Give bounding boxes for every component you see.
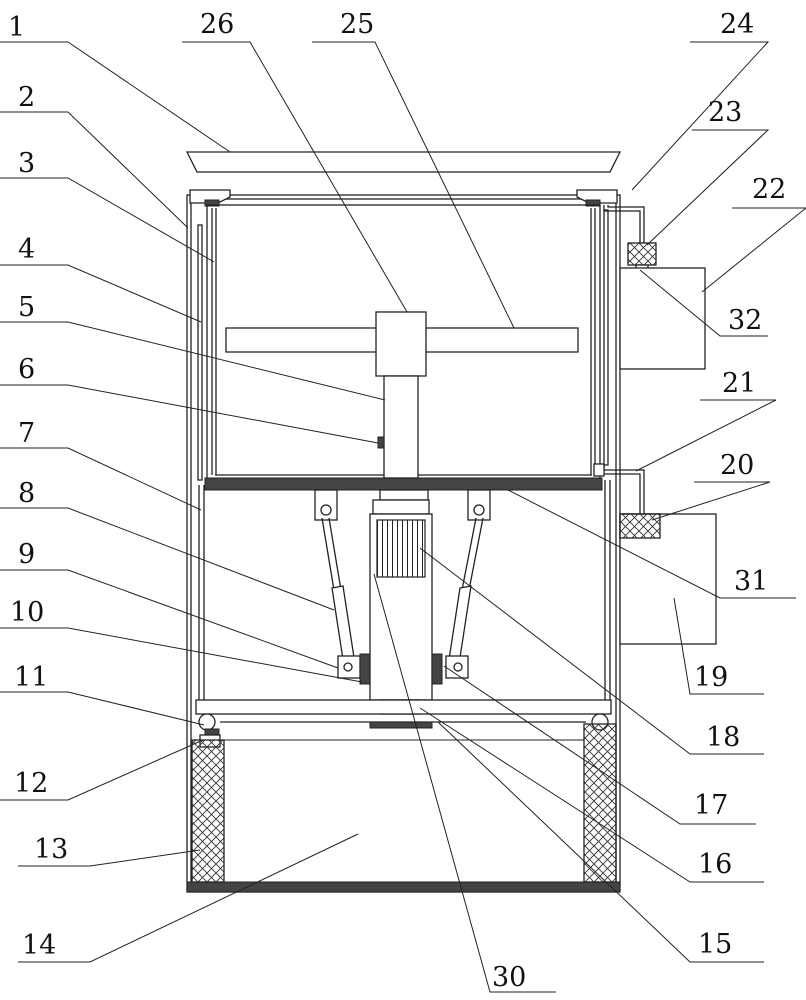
drum-floor bbox=[204, 477, 603, 491]
leader-16 bbox=[419, 707, 764, 883]
leader-8 bbox=[0, 507, 335, 611]
leader-19 bbox=[673, 597, 764, 695]
left-insulation-column bbox=[191, 739, 225, 883]
shaft-coupling bbox=[379, 489, 429, 501]
right-heater-strip bbox=[603, 209, 609, 466]
upper-valve bbox=[627, 242, 657, 266]
leader-30 bbox=[373, 573, 556, 993]
bottom-plate bbox=[186, 881, 621, 893]
callout-26: 26 bbox=[200, 9, 234, 40]
right-strut-base-pin bbox=[453, 662, 463, 672]
lifting-plate bbox=[195, 699, 612, 715]
right-insulation-column bbox=[583, 723, 617, 883]
callout-20: 20 bbox=[720, 450, 754, 481]
leader-13 bbox=[18, 849, 201, 867]
leader-2 bbox=[0, 111, 189, 229]
callout-4: 4 bbox=[18, 234, 35, 265]
shaft-bearing bbox=[372, 499, 430, 515]
leader-17 bbox=[443, 665, 756, 825]
leader-3 bbox=[0, 177, 215, 263]
right-strut-rod-a bbox=[461, 517, 477, 591]
heater-box bbox=[619, 267, 706, 370]
callout-18: 18 bbox=[706, 722, 740, 753]
leader-18 bbox=[419, 547, 764, 755]
right-strut-rod-b bbox=[468, 517, 484, 591]
left-strut-base-pin bbox=[343, 662, 353, 672]
callout-19: 19 bbox=[694, 662, 728, 693]
left-hinge-pin bbox=[320, 504, 332, 516]
left-roller bbox=[198, 713, 216, 731]
lower-pipe-fitting bbox=[593, 463, 605, 477]
leader-32 bbox=[639, 269, 768, 337]
callout-30: 30 bbox=[492, 962, 526, 993]
callout-12: 12 bbox=[14, 768, 48, 799]
leader-26 bbox=[182, 41, 408, 313]
left-strut-rod-a bbox=[321, 517, 335, 591]
callout-14: 14 bbox=[22, 930, 56, 961]
callout-24: 24 bbox=[720, 9, 754, 40]
leader-7 bbox=[0, 447, 202, 511]
leader-31 bbox=[507, 489, 796, 599]
callout-7: 7 bbox=[18, 418, 35, 449]
callout-1: 1 bbox=[8, 12, 25, 43]
callout-32: 32 bbox=[728, 305, 762, 336]
left-strut-cylinder bbox=[331, 585, 356, 667]
leader-9 bbox=[0, 569, 339, 669]
callout-5: 5 bbox=[18, 292, 35, 323]
stirring-shaft bbox=[383, 375, 419, 479]
left-top-seal bbox=[204, 199, 220, 207]
leader-23 bbox=[646, 129, 770, 246]
leader-5 bbox=[0, 321, 386, 401]
leader-24 bbox=[631, 41, 770, 191]
leader-6 bbox=[0, 384, 379, 444]
leader-11 bbox=[0, 691, 205, 726]
upper-pipe bbox=[603, 205, 645, 243]
top-lid bbox=[185, 151, 622, 173]
callout-17: 17 bbox=[694, 790, 728, 821]
lower-valve-front bbox=[619, 513, 661, 539]
lower-coupling bbox=[369, 721, 433, 729]
motor-cooling-fins bbox=[376, 519, 426, 578]
shaft-sensor bbox=[377, 436, 385, 449]
right-strut-cylinder bbox=[447, 585, 472, 667]
leader-1 bbox=[0, 41, 231, 153]
left-top-bracket bbox=[189, 189, 231, 204]
leader-12 bbox=[0, 739, 204, 801]
callout-3: 3 bbox=[18, 148, 35, 179]
callout-10: 10 bbox=[10, 597, 44, 628]
callout-23: 23 bbox=[708, 97, 742, 128]
leader-22 bbox=[701, 207, 806, 293]
callout-31: 31 bbox=[734, 566, 768, 597]
callout-22: 22 bbox=[752, 174, 786, 205]
right-slide-block bbox=[431, 653, 443, 685]
leader-14 bbox=[18, 833, 359, 963]
leader-25 bbox=[312, 41, 515, 329]
callout-11: 11 bbox=[14, 662, 48, 693]
callout-labels: 1 2 3 4 5 6 7 8 9 10 11 12 13 14 15 16 1… bbox=[8, 9, 786, 993]
leader-20 bbox=[651, 481, 771, 521]
leader-21 bbox=[635, 399, 777, 472]
lower-pipe bbox=[599, 464, 645, 514]
callout-9: 9 bbox=[18, 539, 35, 570]
left-strut-rod-b bbox=[328, 517, 342, 591]
left-heater-strip bbox=[197, 224, 203, 481]
left-slide-block bbox=[359, 653, 371, 685]
machine-body bbox=[185, 151, 717, 893]
callout-8: 8 bbox=[18, 478, 35, 509]
leader-15 bbox=[437, 721, 764, 963]
callout-21: 21 bbox=[722, 368, 756, 399]
leader-lines bbox=[0, 41, 806, 993]
leader-10 bbox=[0, 627, 363, 683]
right-hinge-pin bbox=[473, 504, 485, 516]
callout-15: 15 bbox=[698, 929, 732, 960]
callout-2: 2 bbox=[18, 82, 35, 113]
leader-4 bbox=[0, 264, 202, 323]
right-top-seal bbox=[585, 199, 601, 207]
callout-6: 6 bbox=[18, 354, 35, 385]
shaft-hub bbox=[375, 311, 427, 377]
callout-13: 13 bbox=[34, 834, 68, 865]
callout-25: 25 bbox=[340, 9, 374, 40]
callout-16: 16 bbox=[698, 849, 732, 880]
